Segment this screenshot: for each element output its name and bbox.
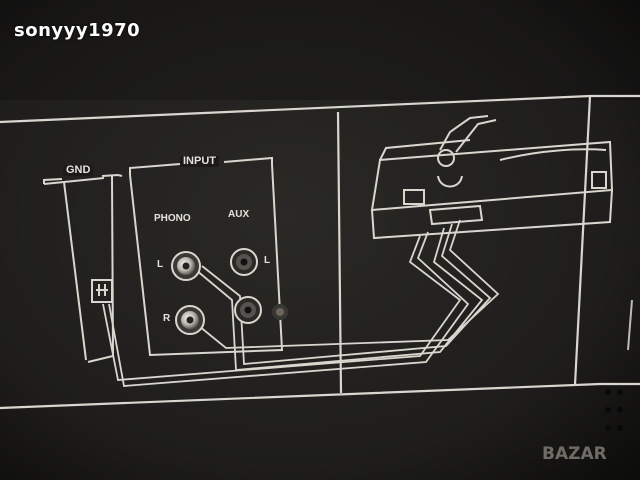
- screw-icon: [272, 304, 288, 320]
- vent-holes: [605, 389, 623, 431]
- phono-right-label: R: [163, 313, 171, 324]
- watermark: sonyyy1970: [14, 20, 141, 41]
- aux-right-jack: [234, 296, 262, 324]
- phono-left-label: L: [157, 259, 164, 270]
- aux-label: AUX: [228, 209, 250, 220]
- phono-label: PHONO: [154, 213, 191, 224]
- cable-drawing: [102, 219, 500, 387]
- aux-left-jack: [230, 248, 258, 276]
- phono-right-jack: [175, 305, 205, 335]
- input-label: INPUT: [180, 156, 219, 167]
- ground-screw-icon: [91, 279, 113, 303]
- phono-left-jack: [171, 251, 201, 281]
- aux-left-label: L: [264, 255, 271, 266]
- turntable-drawing: [370, 115, 614, 240]
- bazar-logo: BAZAR: [542, 442, 628, 468]
- gnd-label: GND: [63, 165, 94, 176]
- logo-text: BAZAR: [542, 444, 607, 464]
- input-bracket: [129, 156, 284, 357]
